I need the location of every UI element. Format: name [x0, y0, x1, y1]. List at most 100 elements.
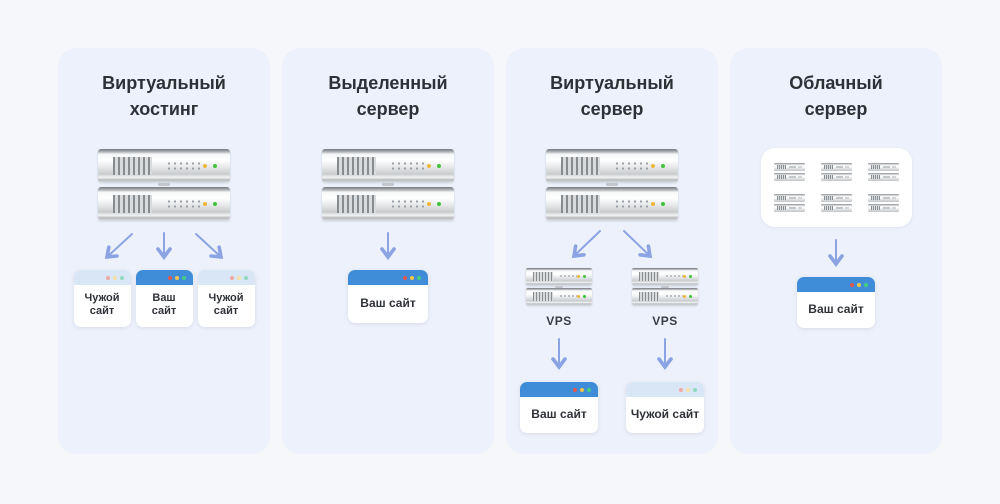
server-rack-icon: [98, 149, 230, 220]
arrow-down-right-icon: [195, 233, 224, 260]
mini-server-icon: [867, 163, 899, 181]
server-vents-icon: [337, 156, 376, 175]
card-dedicated-server: Выделенный сервер: [282, 48, 494, 454]
fanout-arrows-icon: [104, 232, 224, 260]
arrow-down-icon: [828, 239, 844, 267]
vps-label: VPS: [652, 314, 678, 328]
card-title-line2: хостинг: [129, 99, 199, 119]
card-title-line1: Облачный: [789, 73, 883, 93]
vps-row: VPS Ваш сайт VPS: [514, 268, 710, 433]
window-titlebar: [797, 277, 875, 292]
server-leds-icon: [427, 201, 441, 206]
server-unit-icon: [322, 149, 454, 182]
site-label: Ваш сайт: [808, 302, 864, 316]
server-dots-icon: [389, 199, 427, 208]
server-unit-icon: [546, 149, 678, 182]
window-dot-icon: [587, 387, 591, 392]
card-title-line1: Виртуальный: [102, 73, 226, 93]
window-titlebar: [197, 270, 255, 285]
window-dot-icon: [119, 275, 124, 280]
mini-server-icon: [867, 194, 899, 212]
browser-window-your-site: Ваш сайт: [348, 270, 428, 323]
cloud-cluster-icon: [760, 148, 912, 227]
card-title-line2: сервер: [804, 99, 868, 119]
mini-server-icon: [820, 163, 852, 181]
card-title-line1: Выделенный: [328, 73, 448, 93]
server-rack-icon: [322, 149, 454, 220]
arrow-down-icon: [380, 232, 396, 260]
card-title-line1: Виртуальный: [550, 73, 674, 93]
arrow-down-left-icon: [104, 233, 133, 260]
card-virtual-server: Виртуальный сервер: [506, 48, 718, 454]
vps-column: VPS Чужой сайт: [620, 268, 710, 433]
mini-server-icon: [773, 194, 805, 212]
window-titlebar: [626, 382, 704, 397]
window-titlebar: [73, 270, 131, 285]
rack-connector-icon: [606, 183, 618, 186]
window-dot-icon: [403, 275, 407, 280]
window-dot-icon: [686, 387, 690, 392]
card-title-line2: сервер: [580, 99, 644, 119]
server-vents-icon: [561, 194, 600, 213]
server-rack-icon: [546, 149, 678, 220]
server-dots-icon: [389, 161, 427, 170]
vps-rack-icon: [632, 268, 698, 305]
window-dot-icon: [236, 275, 241, 280]
site-label: Чужой сайт: [208, 292, 244, 317]
server-leds-icon: [203, 201, 217, 206]
window-dot-icon: [243, 275, 248, 280]
site-label: Чужой сайт: [84, 292, 120, 317]
server-vents-icon: [113, 194, 152, 213]
browser-window-your-site: Ваш сайт: [135, 270, 193, 327]
browser-window-foreign-site: Чужой сайт: [197, 270, 255, 327]
server-leds-icon: [427, 163, 441, 168]
rack-connector-icon: [382, 183, 394, 186]
server-dots-icon: [613, 161, 651, 170]
window-dot-icon: [679, 387, 683, 392]
server-dots-icon: [165, 161, 203, 170]
window-dot-icon: [167, 275, 172, 280]
server-unit-icon: [98, 149, 230, 182]
window-dot-icon: [693, 387, 697, 392]
rack-connector-icon: [158, 183, 170, 186]
window-dot-icon: [112, 275, 117, 280]
card-title: Выделенный сервер: [328, 70, 447, 122]
server-dots-icon: [613, 199, 651, 208]
card-title: Облачный сервер: [789, 70, 882, 122]
arrow-down-icon: [657, 338, 673, 370]
server-leds-icon: [203, 163, 217, 168]
window-dot-icon: [181, 275, 186, 280]
browser-window-your-site: Ваш сайт: [520, 382, 598, 433]
vps-rack-icon: [526, 268, 592, 305]
card-title: Виртуальный сервер: [550, 70, 674, 122]
window-dot-icon: [105, 275, 110, 280]
browser-window-foreign-site: Чужой сайт: [73, 270, 131, 327]
server-unit-icon: [322, 187, 454, 220]
card-cloud-server: Облачный сервер Ваш сайт: [730, 48, 942, 454]
card-title-line2: сервер: [356, 99, 420, 119]
window-dot-icon: [229, 275, 234, 280]
browser-window-foreign-site: Чужой сайт: [626, 382, 704, 433]
window-dot-icon: [573, 387, 577, 392]
cards-row: Виртуальный хостинг: [58, 48, 942, 454]
card-title: Виртуальный хостинг: [102, 70, 226, 122]
arrow-down-right-icon: [623, 230, 653, 259]
site-label: Ваш сайт: [531, 407, 587, 421]
server-leds-icon: [651, 201, 665, 206]
window-titlebar: [135, 270, 193, 285]
arrow-down-icon: [551, 338, 567, 370]
window-dot-icon: [857, 282, 861, 287]
server-vents-icon: [113, 156, 152, 175]
server-dots-icon: [165, 199, 203, 208]
window-titlebar: [520, 382, 598, 397]
window-dot-icon: [864, 282, 868, 287]
window-dot-icon: [174, 275, 179, 280]
server-leds-icon: [651, 163, 665, 168]
vps-label: VPS: [546, 314, 572, 328]
server-vents-icon: [337, 194, 376, 213]
server-vents-icon: [561, 156, 600, 175]
server-unit-icon: [98, 187, 230, 220]
mini-server-icon: [773, 163, 805, 181]
window-dot-icon: [850, 282, 854, 287]
